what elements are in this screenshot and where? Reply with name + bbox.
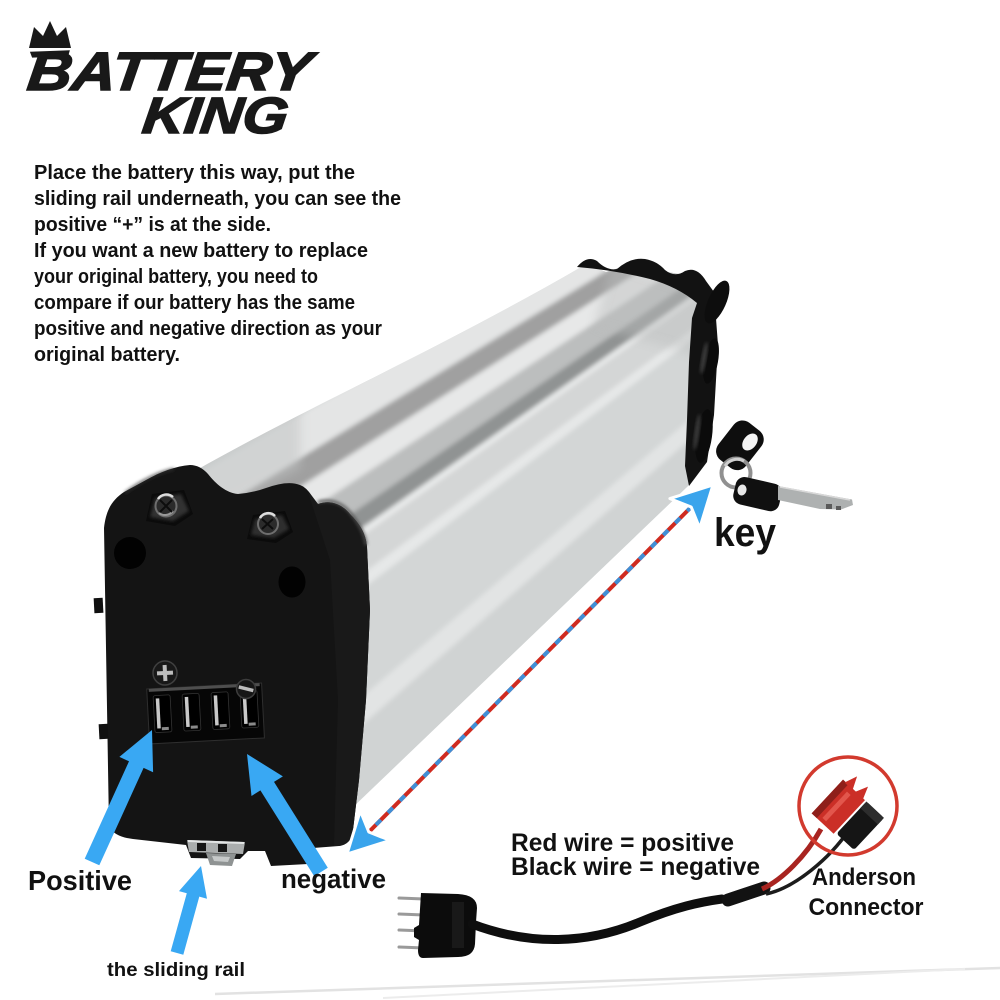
svg-text:BATTERY: BATTERY xyxy=(25,42,321,102)
svg-text:Black wire = negative: Black wire = negative xyxy=(511,853,760,881)
svg-text:Connector: Connector xyxy=(809,894,924,921)
svg-text:compare if our battery has the: compare if our battery has the same xyxy=(34,292,355,314)
svg-text:positive “+” is at the side.: positive “+” is at the side. xyxy=(34,214,271,236)
svg-text:If you want a new battery to r: If you want a new battery to replace xyxy=(34,240,368,262)
svg-text:Red wire = positive: Red wire = positive xyxy=(511,829,734,857)
svg-text:sliding rail underneath, you c: sliding rail underneath, you can see the xyxy=(34,188,401,210)
svg-text:positive and negative directio: positive and negative direction as your xyxy=(34,318,382,340)
svg-text:Place the battery this way, pu: Place the battery this way, put the xyxy=(34,162,355,184)
svg-text:key: key xyxy=(714,511,777,555)
svg-text:KING: KING xyxy=(140,87,292,144)
svg-text:negative: negative xyxy=(281,864,386,894)
svg-text:your original battery, you nee: your original battery, you need to xyxy=(34,266,318,288)
svg-text:the sliding rail: the sliding rail xyxy=(107,960,245,981)
svg-text:Anderson: Anderson xyxy=(812,864,916,891)
svg-text:Positive: Positive xyxy=(28,865,132,896)
svg-text:original battery.: original battery. xyxy=(34,344,180,366)
